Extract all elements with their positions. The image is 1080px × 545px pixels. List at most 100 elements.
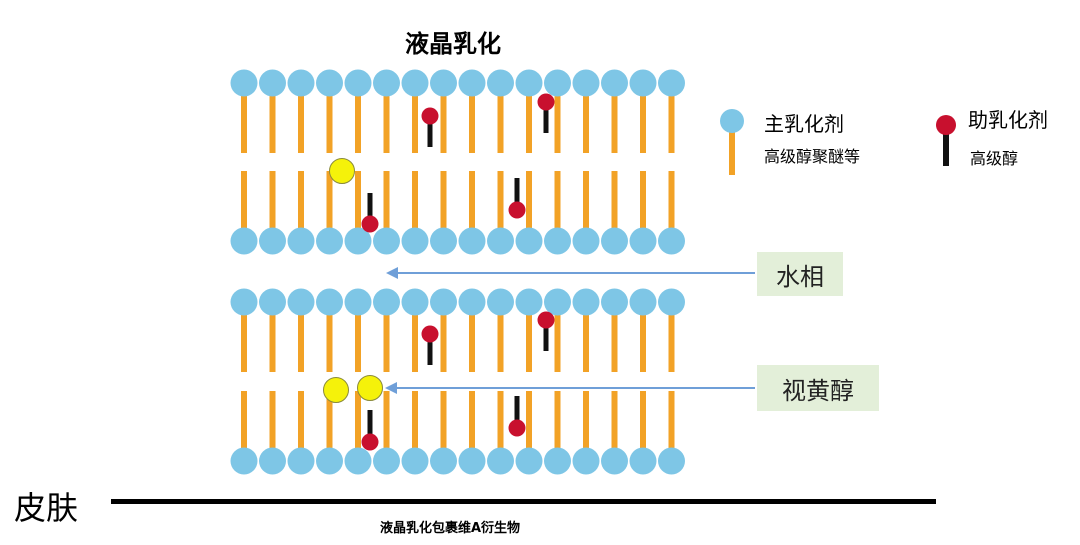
- surfactant-head: [458, 69, 486, 97]
- surfactant-tail: [668, 314, 675, 372]
- surfactant-tail: [383, 95, 390, 153]
- surfactant-tail: [640, 95, 646, 153]
- co-emulsifier-head: [421, 107, 439, 125]
- surfactant-tail: [355, 391, 361, 449]
- surfactant-head: [230, 227, 258, 255]
- surfactant-tail: [554, 95, 561, 153]
- surfactant-head: [287, 288, 315, 316]
- surfactant-tail: [269, 95, 276, 153]
- surfactant-tail: [497, 314, 504, 372]
- co-emulsifier-head: [508, 201, 526, 219]
- surfactant-tail: [412, 95, 418, 153]
- diagram-caption: 液晶乳化包裹维A衍生物: [380, 521, 521, 536]
- surfactant-tail: [269, 391, 276, 449]
- surfactant-tail: [497, 95, 504, 153]
- surfactant-head: [544, 288, 571, 316]
- surfactant-head: [487, 227, 514, 255]
- co-emulsifier-head: [361, 433, 379, 451]
- surfactant-tail: [526, 95, 532, 153]
- surfactant-tail: [241, 171, 247, 229]
- legend-co-tail-icon: [943, 133, 949, 166]
- surfactant-head: [287, 447, 315, 475]
- surfactant-tail: [526, 314, 532, 372]
- surfactant-tail: [469, 314, 475, 372]
- surfactant-head: [629, 69, 657, 97]
- surfactant-head: [430, 69, 457, 97]
- surfactant-head: [259, 447, 286, 475]
- surfactant-head: [373, 288, 400, 316]
- surfactant-head: [629, 447, 657, 475]
- surfactant-head: [601, 227, 628, 255]
- surfactant-tail: [469, 391, 475, 449]
- surfactant-tail: [298, 391, 304, 449]
- legend-primary-head-icon: [720, 109, 744, 133]
- surfactant-tail: [383, 171, 390, 229]
- surfactant-head: [458, 447, 486, 475]
- surfactant-head: [487, 447, 514, 475]
- surfactant-tail: [326, 314, 333, 372]
- surfactant-head: [401, 69, 429, 97]
- water-phase-arrow-head: [386, 267, 398, 279]
- retinol-callout: 视黄醇: [757, 365, 879, 411]
- co-emulsifier-tail: [543, 326, 549, 351]
- legend-co-head-icon: [936, 115, 956, 135]
- legend-primary-emulsifier-label: 主乳化剂: [764, 112, 844, 136]
- water-phase-callout: 水相: [757, 252, 843, 296]
- co-emulsifier-head: [537, 311, 555, 329]
- surfactant-head: [259, 288, 286, 316]
- surfactant-head: [316, 447, 343, 475]
- legend-co-emulsifier-sub-label: 高级醇: [970, 149, 1019, 168]
- surfactant-head: [601, 447, 628, 475]
- surfactant-tail: [383, 314, 390, 372]
- surfactant-tail: [668, 391, 675, 449]
- surfactant-head: [458, 288, 486, 316]
- surfactant-head: [572, 288, 600, 316]
- surfactant-tail: [241, 391, 247, 449]
- surfactant-tail: [583, 314, 589, 372]
- diagram-title: 液晶乳化: [405, 30, 501, 58]
- surfactant-tail: [640, 314, 646, 372]
- surfactant-head: [401, 288, 429, 316]
- surfactant-head: [544, 227, 571, 255]
- surfactant-tail: [241, 314, 247, 372]
- co-emulsifier-tail: [514, 178, 520, 203]
- legend-primary-tail-icon: [729, 127, 735, 175]
- surfactant-tail: [440, 171, 447, 229]
- co-emulsifier-head: [361, 215, 379, 233]
- surfactant-head: [259, 69, 286, 97]
- surfactant-tail: [298, 95, 304, 153]
- surfactant-head: [344, 447, 372, 475]
- co-emulsifier-tail: [514, 396, 520, 422]
- surfactant-tail: [583, 171, 589, 229]
- surfactant-tail: [440, 391, 447, 449]
- surfactant-head: [515, 69, 543, 97]
- surfactant-head: [487, 69, 514, 97]
- legend-primary-emulsifier-sub-label: 高级醇聚醚等: [764, 147, 861, 166]
- surfactant-head: [601, 69, 628, 97]
- co-emulsifier-tail: [367, 410, 373, 436]
- surfactant-head: [658, 227, 685, 255]
- surfactant-head: [658, 69, 685, 97]
- surfactant-head: [401, 447, 429, 475]
- surfactant-tail: [554, 314, 561, 372]
- surfactant-head: [316, 227, 343, 255]
- surfactant-tail: [640, 391, 646, 449]
- surfactant-tail: [583, 391, 589, 449]
- surfactant-tail: [326, 95, 333, 153]
- surfactant-head: [430, 227, 457, 255]
- surfactant-tail: [611, 171, 618, 229]
- co-emulsifier-tail: [543, 108, 549, 133]
- surfactant-head: [344, 288, 372, 316]
- surfactant-head: [316, 69, 343, 97]
- surfactant-head: [572, 227, 600, 255]
- surfactant-tail: [326, 391, 333, 449]
- surfactant-tail: [440, 95, 447, 153]
- surfactant-tail: [298, 171, 304, 229]
- legend-co-emulsifier-label: 助乳化剂: [968, 108, 1048, 132]
- surfactant-tail: [383, 391, 390, 449]
- skin-label: 皮肤: [14, 489, 79, 527]
- surfactant-head: [401, 227, 429, 255]
- surfactant-tail: [469, 171, 475, 229]
- surfactant-head: [316, 288, 343, 316]
